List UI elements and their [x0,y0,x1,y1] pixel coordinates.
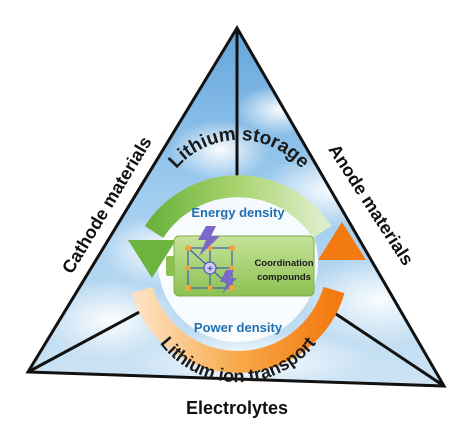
battery-label-line2: compounds [257,272,311,283]
battery-label-line1: Coordination [254,258,313,269]
battery-icon: + Coordination compounds [166,226,315,297]
transport-arrow [131,222,366,373]
metal-node-icons [185,245,235,291]
storage-arrow [128,175,332,278]
electrolytes-label: Electrolytes [186,398,288,418]
energy-density-label: Energy density [191,205,285,220]
lightning-bolt-small-icon [220,270,237,294]
lightning-bolt-icon [198,226,220,256]
plus-sign-icon: + [207,264,213,275]
power-density-label: Power density [194,320,283,335]
triangle-frame [25,25,447,388]
